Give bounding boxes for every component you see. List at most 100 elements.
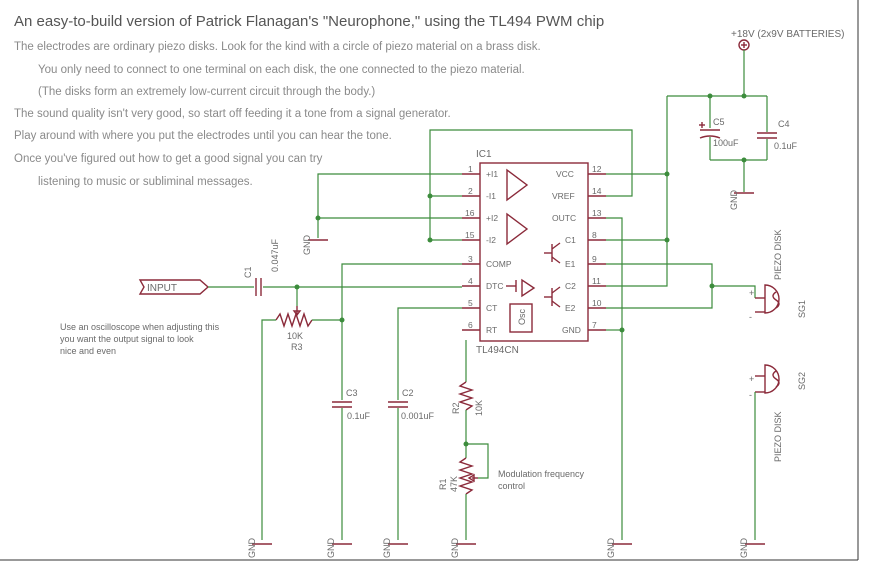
r2-name: R2 [451,402,461,414]
junction-dot [619,327,625,333]
note-line-5: Play around with where you put the elect… [14,130,392,142]
junction-dot [709,283,715,289]
output-transistor-2-symbol [544,286,561,308]
wire-noninv1-ground [317,173,462,238]
pin-name-ii1p: +I1 [486,169,498,179]
scope-note-line-3: nice and even [60,346,116,356]
pin-num-6: 6 [468,320,473,330]
capacitor-c2 [388,401,408,408]
junction-dot [315,215,321,221]
wire-r1-wiper-loop [466,443,489,479]
pin-name-e2: E2 [565,303,576,313]
pin-num-15: 15 [465,230,475,240]
pin-name-ii1n: -I1 [486,191,496,201]
pin-name-ct: CT [486,303,497,313]
pin-name-e1: E1 [565,259,576,269]
sg1-name: SG1 [797,300,807,318]
sg2-name: SG2 [797,372,807,390]
mod-note-line-1: Modulation frequency [498,469,585,479]
note-line-3: (The disks form an extremely low-current… [38,86,375,98]
sg2-piezo-label: PIEZO DISK [773,411,783,462]
error-amp-1-symbol [506,168,529,202]
scope-note-line-2: you want the output signal to look [60,334,194,344]
oscillator-label: Osc [517,308,527,325]
pin-num-14: 14 [592,186,602,196]
capacitor-c5 [699,122,721,139]
c4-value: 0.1uF [774,141,798,151]
junction-dot [664,237,670,243]
input-port[interactable] [138,279,210,295]
pin-num-10: 10 [592,298,602,308]
r1-value: 47K [449,476,459,492]
note-line-7: listening to music or subliminal message… [38,176,253,188]
r3-name: R3 [291,342,303,352]
sg1-piezo-label: PIEZO DISK [773,229,783,280]
capacitor-c4 [757,132,777,139]
c3-name: C3 [346,388,358,398]
wire-c2 [606,174,668,287]
capacitor-c1 [255,278,262,296]
junction-dot [427,193,433,199]
gnd-label-c3: GND [326,538,336,559]
potentiometer-r1[interactable] [457,457,478,495]
r2-value: 10K [474,400,484,416]
pin-num-9: 9 [592,254,597,264]
dead-time-comparator-symbol [506,278,536,298]
ic-left-pins [462,173,480,331]
junction-dot [741,93,747,99]
pin-name-outc: OUTC [552,213,576,223]
wire-vcc [606,96,668,175]
output-transistor-1-symbol [544,242,561,264]
pin-name-ii2n: -I2 [486,235,496,245]
pin-num-13: 13 [592,208,602,218]
r1-name: R1 [438,478,448,490]
input-label: INPUT [147,283,177,294]
oscillator-block [509,303,533,333]
wire-ct [397,307,462,400]
junction-dot [707,93,713,99]
piezo-disk-sg2 [755,364,780,394]
c2-value: 0.001uF [401,411,435,421]
wire-outc-ground [606,217,623,540]
gnd-label-r1: GND [450,538,460,559]
pin-name-rt: RT [486,325,497,335]
pin-name-c1: C1 [565,235,576,245]
capacitor-c3 [332,401,352,408]
ic-part-number: TL494CN [476,345,519,356]
gnd-label-sg2: GND [739,538,749,559]
pin-num-11: 11 [592,276,601,286]
ic-tl494-body [479,162,589,342]
sg1-minus: - [749,312,752,322]
junction-dot [463,441,469,447]
pin-name-ii2p: +I2 [486,213,498,223]
c1-name: C1 [243,266,253,278]
wire-e1 [606,263,713,286]
c5-name: C5 [713,117,725,127]
page-title: An easy-to-build version of Patrick Flan… [14,13,604,30]
scope-note-line-1: Use an oscilloscope when adjusting this [60,322,220,332]
junction-dot [741,157,747,163]
c5-value: 100uF [713,138,739,148]
pin-name-dtc: DTC [486,281,503,291]
ic-right-pins [588,173,606,331]
gnd-label-ic: GND [606,538,616,559]
piezo-disk-sg1 [755,284,780,314]
pin-num-3: 3 [468,254,473,264]
c3-value: 0.1uF [347,411,371,421]
note-line-6: Once you've figured out how to get a goo… [14,153,323,165]
ic-name: IC1 [476,149,492,160]
wire-vref [429,129,633,240]
pin-name-c2: C2 [565,281,576,291]
pin-num-16: 16 [465,208,475,218]
pin-name-vref: VREF [552,191,575,201]
mod-note-line-2: control [498,481,525,491]
pin-name-gnd: GND [562,325,581,335]
sg2-minus: - [749,390,752,400]
gnd-label-inputs: GND [302,235,312,256]
pin-num-1: 1 [468,164,473,174]
resistor-r2 [457,381,475,411]
pin-num-4: 4 [468,276,473,286]
potentiometer-r3[interactable] [275,306,313,329]
